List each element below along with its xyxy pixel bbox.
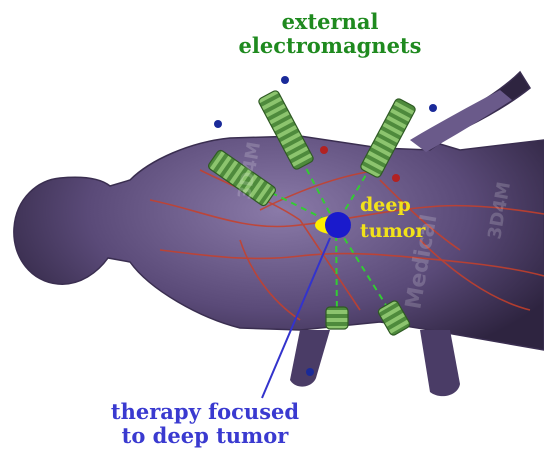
marker-dot: [214, 120, 222, 128]
therapy-focused-label: therapy focused to deep tumor: [95, 400, 315, 448]
marker-dot: [392, 174, 400, 182]
tumor-target-icon: [325, 212, 351, 238]
marker-dot: [281, 76, 289, 84]
therapy-label-line-2: to deep tumor: [95, 424, 315, 448]
therapy-label-line-1: therapy focused: [95, 400, 315, 424]
external-electromagnets-label: external electromagnets: [215, 10, 445, 58]
marker-dot: [306, 368, 314, 376]
external-label-line-1: external: [215, 10, 445, 34]
deep-label-line-2: tumor: [360, 219, 430, 245]
deep-label-line-1: deep: [360, 193, 430, 219]
marker-dot: [429, 104, 437, 112]
electromagnet-coil-icon: [326, 307, 348, 329]
external-label-line-2: electromagnets: [215, 34, 445, 58]
deep-tumor-label: deep tumor: [360, 193, 430, 244]
marker-dot: [320, 146, 328, 154]
electromagnet-lower-left: [326, 307, 348, 329]
field-line: [336, 225, 337, 318]
